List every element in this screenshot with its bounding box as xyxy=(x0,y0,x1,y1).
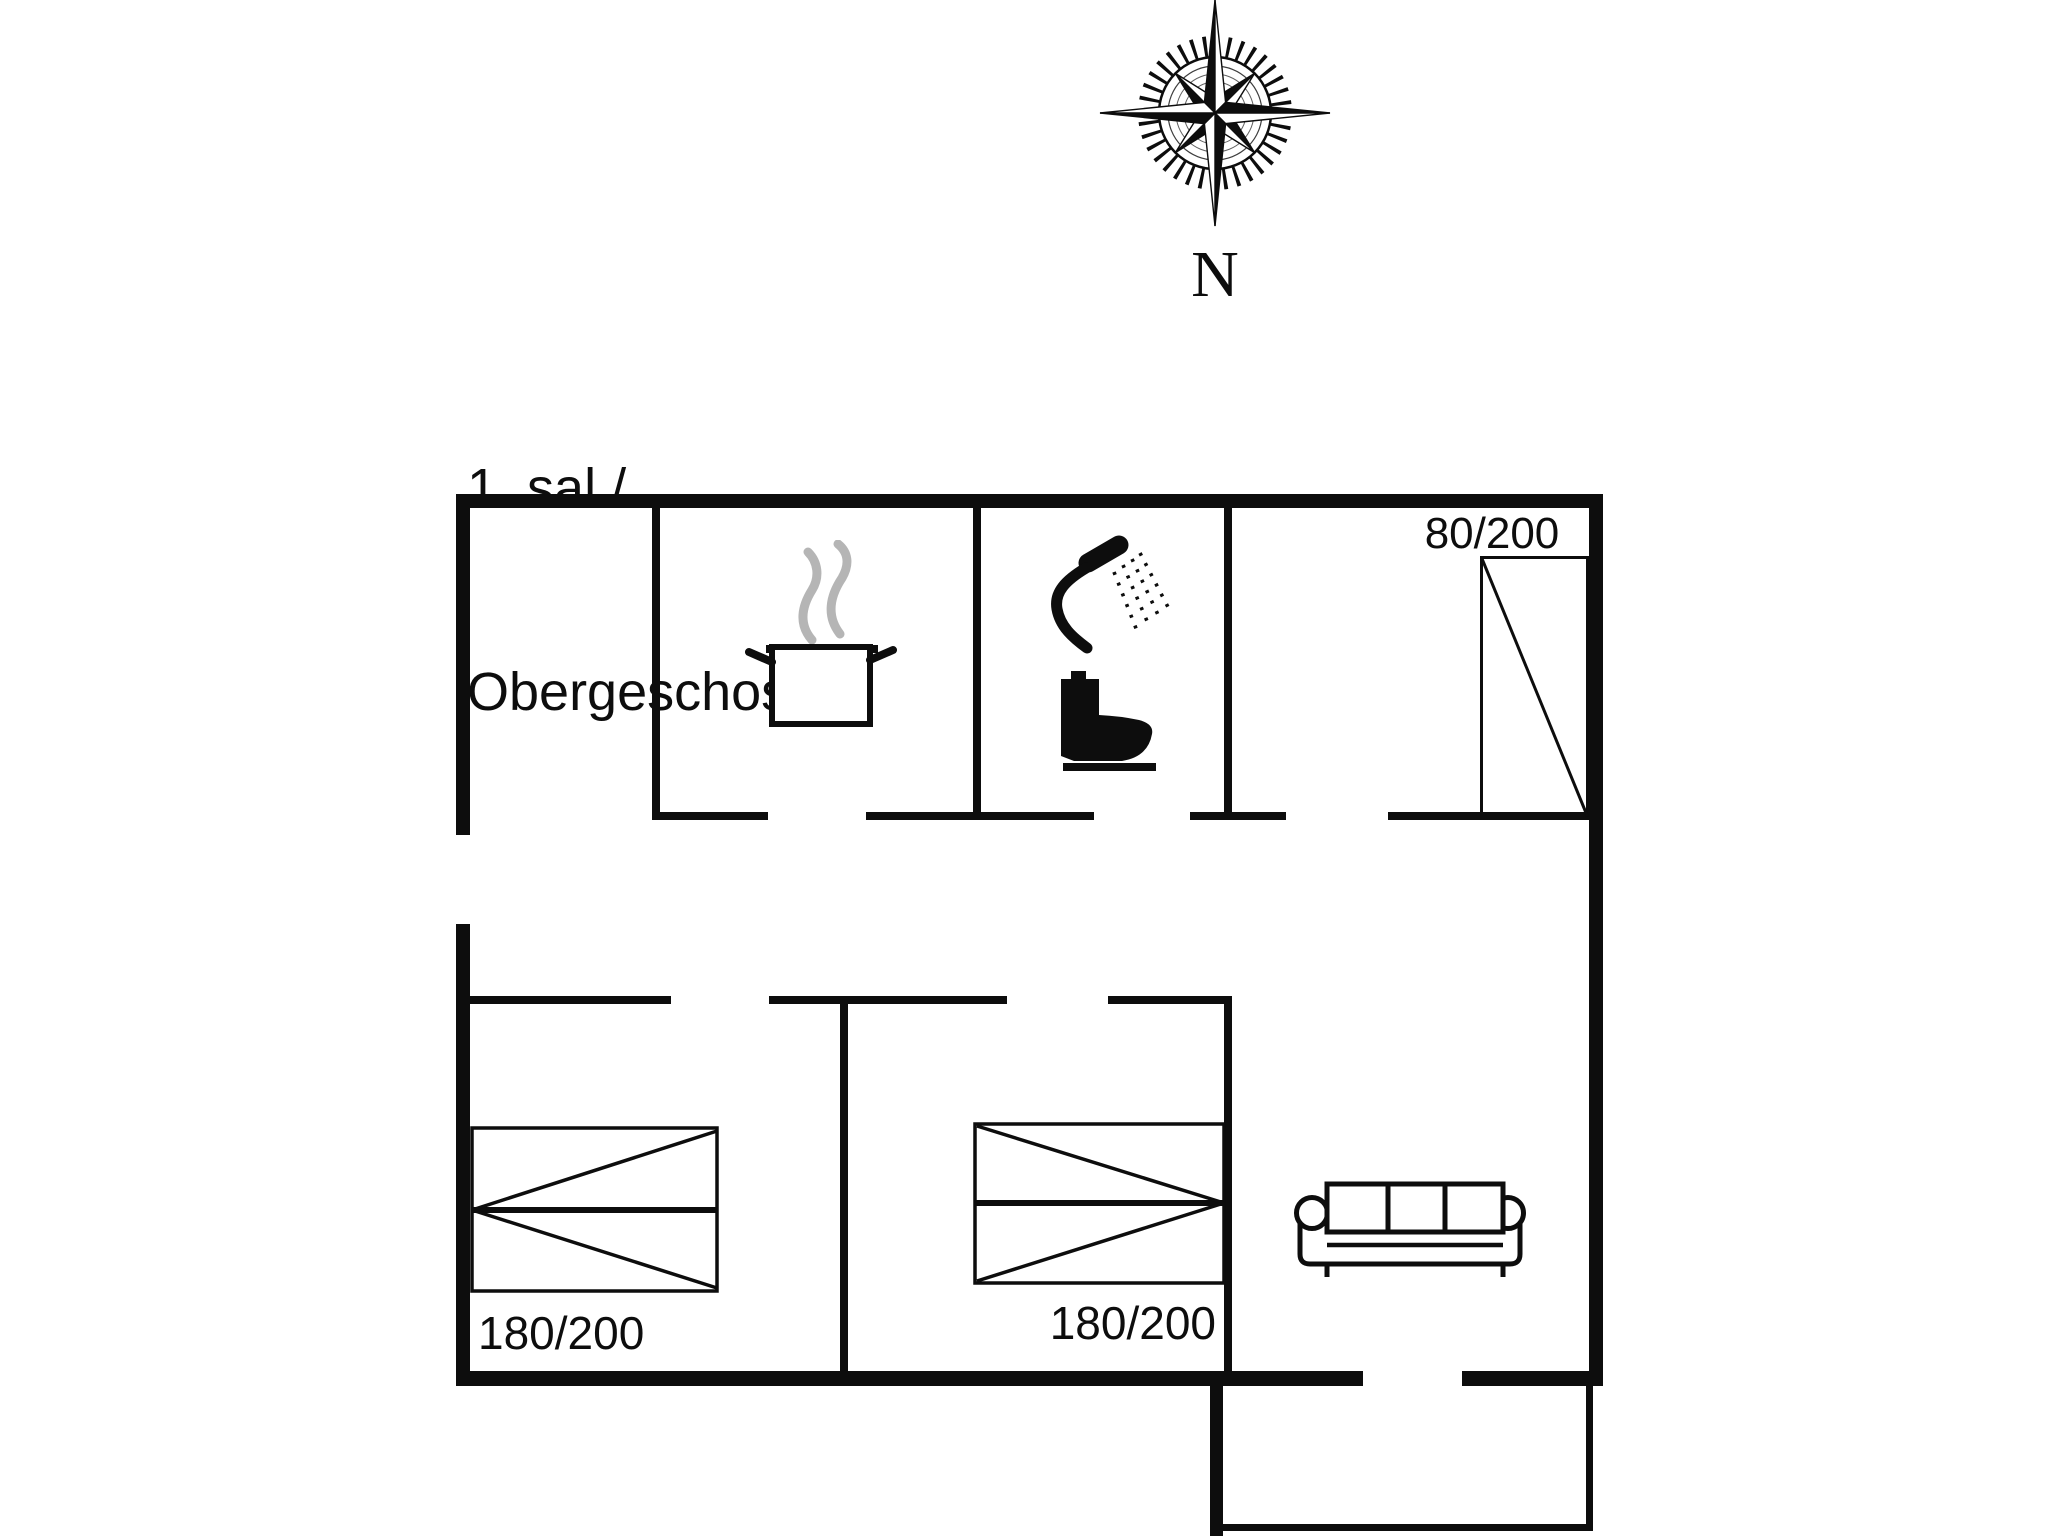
sofa-icon xyxy=(1294,1181,1526,1277)
bed1-size-label: 180/200 xyxy=(478,1307,645,1359)
balcony-label: Altan / Balkon xyxy=(1253,1398,1553,1536)
wall-upper-bottom-c xyxy=(1190,812,1286,820)
bed2-size-label: 180/200 xyxy=(1049,1297,1216,1349)
compass-rose-icon xyxy=(1099,0,1331,227)
page-title-line1: 1. sal / xyxy=(467,458,627,518)
outer-wall-bottom-left xyxy=(456,1371,1363,1386)
steam-icon xyxy=(798,540,852,645)
wall-lower-top-c xyxy=(1108,996,1232,1004)
wall-bathroom-left xyxy=(973,508,981,820)
page-title: 1. sal / Obergeschoss xyxy=(467,318,815,862)
balcony-wall-left xyxy=(1210,1371,1223,1536)
wall-bathroom-right xyxy=(1224,508,1232,820)
outer-wall-top xyxy=(456,494,1603,508)
balcony-wall-bottom xyxy=(1210,1524,1593,1531)
wall-kitchen-left xyxy=(652,508,660,820)
outer-wall-right xyxy=(1589,494,1603,1386)
compass-north-label: N xyxy=(1191,238,1239,311)
bathroom-icons xyxy=(1051,535,1171,771)
door-size-label: 80/200 xyxy=(1424,509,1560,558)
wall-lower-top-b xyxy=(769,996,1007,1004)
wall-bedroom-divider xyxy=(840,996,848,1371)
wall-bedroom2-right xyxy=(1224,996,1232,1371)
outer-wall-bottom-right xyxy=(1462,1371,1603,1386)
double-bed-icon xyxy=(973,1122,1226,1285)
wall-upper-bottom-a xyxy=(652,812,768,820)
balcony-wall-right xyxy=(1586,1386,1593,1531)
shower-icon xyxy=(1051,535,1171,654)
door-swing-icon xyxy=(1480,556,1589,818)
toilet-icon xyxy=(1061,671,1156,771)
double-bed-icon xyxy=(470,1126,719,1293)
wall-lower-top-a xyxy=(470,996,671,1004)
compass-cardinal-points xyxy=(1099,0,1331,227)
cooking-pot-icon xyxy=(745,540,897,727)
page-title-line2: Obergeschoss xyxy=(467,662,816,722)
wall-upper-bottom-b xyxy=(866,812,1094,820)
outer-wall-left-lower xyxy=(456,924,470,1386)
outer-wall-left-upper xyxy=(456,494,470,835)
